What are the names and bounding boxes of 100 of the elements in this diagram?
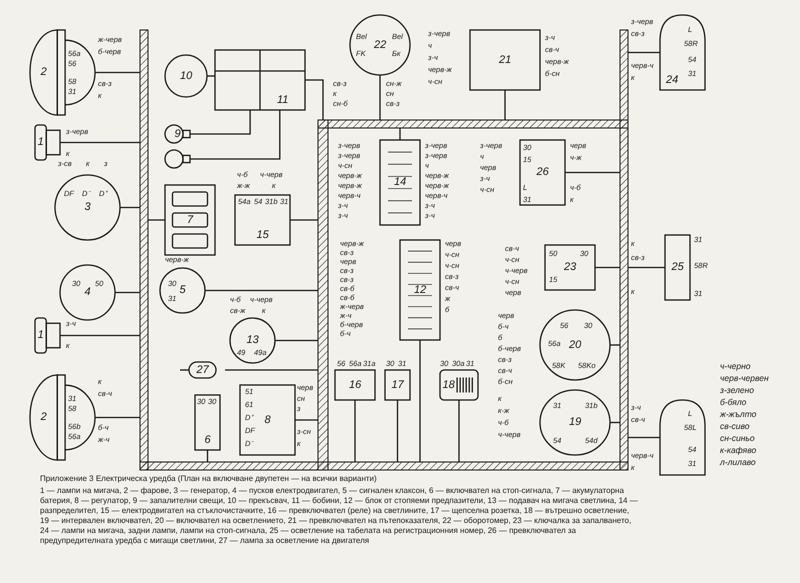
battery-symbol: [165, 185, 215, 255]
component-number: 6: [204, 435, 211, 446]
connector-block: [380, 140, 420, 225]
lamp-symbol: [35, 318, 60, 353]
switch-symbol: [195, 395, 220, 450]
component-number: 1: [38, 330, 44, 341]
component-number: 16: [349, 380, 362, 390]
component-number: 1: [38, 137, 44, 148]
component-number: 2: [40, 412, 47, 423]
gauge-symbol: [350, 15, 410, 75]
wire-harness: [318, 120, 628, 128]
fuse-block: [400, 240, 440, 340]
breaker-symbol: [165, 55, 207, 97]
wire: [628, 266, 665, 268]
flasher-symbol: [230, 318, 275, 363]
component-number: 22: [374, 40, 386, 50]
component-number: 23: [564, 262, 576, 273]
wire: [205, 290, 318, 292]
component-number: 8: [264, 414, 271, 426]
wire: [120, 206, 140, 208]
component-number: 20: [569, 340, 582, 350]
coil-symbol: [215, 50, 305, 110]
wire: [148, 219, 165, 221]
component-number: 4: [84, 287, 91, 298]
wire: [115, 292, 140, 294]
spark-plug-icon: [165, 125, 190, 143]
component-number: 17: [392, 380, 404, 390]
wire: [595, 266, 620, 268]
legend-entry: ч-черно: [720, 362, 750, 370]
lamp-symbol: [35, 125, 60, 160]
tail-lamp-symbol: [660, 15, 705, 90]
wire: [207, 75, 215, 77]
legend-entry: б-бяло: [720, 398, 746, 406]
wire: [610, 344, 620, 346]
headlamp-symbol: [30, 30, 95, 115]
component-number: 25: [672, 262, 684, 273]
relay-symbol: [335, 370, 375, 400]
switch-symbol: [470, 30, 540, 90]
wire: [610, 422, 620, 424]
switch-symbol: [540, 310, 610, 380]
component-number: 3: [84, 202, 91, 213]
caption-heading: Приложение 3 Електрическа уредба (План на включване двупетен — на всички варианти): [40, 474, 378, 484]
component-number: 24: [666, 75, 678, 86]
wire: [399, 128, 401, 140]
caption-text: 1 — лампи на мигача, 2 — фарове, 3 — генератор, 4 — пусков електродвигател, 5 — сигнален клаксон, 6 — включвател на стоп-сигнала, 7 — акумулаторна батерия, 8 — регулатор, 9 — запалителни свещи, 10 — прекъсвач, 11 — бобини, 12 — блок от стопяеми предпазители, 13 — подавач на мигача светлина, 14 — разпределител, 15 — електродвигател на стъклочистачките, 16 — превключвател (реле) на светлините, 17 — щепселна розетка, 18 — вътрешно осветление, 19 — интервален включвател, 20 — включвател на осветлението, 21 — превключвател на пътепоказателя, 22 — оборотомер, 23 — ключалка за запалването, 24 — лампи на мигача, задни лампи, лампи на стоп-сигнала, 25 — осветление на табелата на регистрационния номер, 26 — превключвател за предупредителната уредба с мигащи светлини, 27 — лампа за осветление на двигателя: [40, 486, 639, 546]
legend-entry: черв-червен: [720, 374, 769, 382]
component-number: 11: [277, 95, 288, 106]
component-number: 10: [180, 70, 192, 82]
switch-symbol: [520, 140, 565, 205]
wire: [60, 142, 140, 144]
wire: [275, 340, 318, 342]
wire: [190, 110, 251, 135]
regulator-symbol: [240, 385, 295, 455]
wire: [305, 79, 324, 120]
component-number: 19: [569, 417, 582, 428]
motor-symbol: [235, 195, 290, 245]
wire: [458, 400, 460, 462]
wire: [190, 110, 280, 160]
switch-symbol: [540, 390, 610, 455]
generator-symbol: [55, 175, 120, 240]
component-number: 7: [187, 214, 194, 226]
component-number: 12: [414, 284, 426, 296]
wire: [95, 416, 140, 418]
legend-entry: ж-жълто: [720, 410, 756, 418]
wire: [628, 52, 660, 54]
component-number: 26: [536, 167, 549, 178]
wire: [565, 172, 620, 174]
component-number: 13: [246, 335, 259, 346]
plate-lamp-symbol: [665, 235, 690, 300]
legend-entry: сн-синьо: [720, 434, 755, 442]
wire: [504, 90, 506, 120]
wire: [290, 219, 318, 221]
spark-plug-icon: [165, 150, 190, 168]
wire: [396, 400, 398, 462]
component-number: 21: [499, 54, 512, 66]
lamp-symbol: [440, 370, 478, 400]
component-number: 15: [256, 230, 269, 241]
legend-entry: св-сиво: [720, 422, 750, 430]
wire: [354, 400, 356, 462]
component-number: 14: [394, 177, 406, 188]
component-number: 27: [196, 364, 209, 376]
component-number: 5: [180, 285, 186, 296]
component-number: 9: [174, 128, 181, 140]
lock-symbol: [545, 245, 595, 290]
wire: [628, 436, 660, 438]
starter-symbol: [60, 265, 115, 320]
wire: [379, 75, 381, 120]
headlamp-symbol: [30, 375, 95, 460]
wire: [419, 340, 421, 462]
socket-symbol: [385, 370, 410, 400]
component-number: 2: [40, 67, 47, 78]
wire: [60, 334, 140, 336]
wire: [95, 72, 140, 74]
legend-entry: з-зелено: [720, 386, 754, 394]
wire: [206, 450, 208, 462]
wire: [225, 369, 318, 371]
legend-entry: к-кафяво: [720, 446, 756, 454]
wire-harness: [140, 462, 628, 470]
wire: [295, 419, 318, 421]
legend-entry: л-лилаво: [720, 458, 756, 466]
